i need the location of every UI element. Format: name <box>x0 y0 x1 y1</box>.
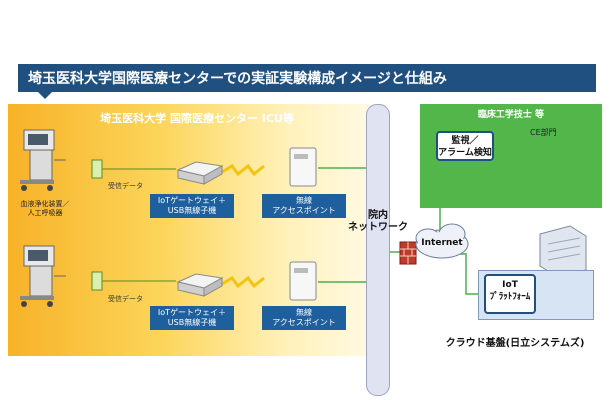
medical-device-caption-1: 血液浄化装置／ 人工呼吸器 <box>20 200 70 217</box>
internet-label: Internet <box>421 238 463 248</box>
gateway-label-1: IoTゲートウェイ＋ USB無線子機 <box>150 194 234 218</box>
hospital-network-pillar <box>366 104 390 396</box>
medical-device-icon-1 <box>20 129 66 191</box>
gateway-device-icon-2 <box>176 273 224 297</box>
banner-pointer <box>38 92 52 99</box>
monitoring-alert-box: 監視／ アラーム検知 <box>436 131 494 161</box>
ce-department-label: CE部門 <box>530 128 557 137</box>
ce-panel-title: 臨床工学技士 等 <box>477 110 545 120</box>
hospital-title: 埼玉医科大学 国際医療センター ICU等 <box>100 112 294 125</box>
received-data-label-1: 受信データ <box>108 182 143 190</box>
gateway-label-2: IoTゲートウェイ＋ USB無線子機 <box>150 306 234 330</box>
iot-platform-box: IoT ﾌﾟﾗｯﾄﾌｫｰﾑ <box>484 274 536 314</box>
hospital-network-label: 院内 ネットワーク <box>348 210 408 233</box>
medical-device-icon-2 <box>20 245 66 307</box>
access-point-icon-2 <box>289 261 317 301</box>
connector-2 <box>91 271 103 291</box>
wireless-wave-2 <box>221 275 265 289</box>
received-data-label-2: 受信データ <box>108 295 143 303</box>
datacenter-building-icon <box>539 225 587 277</box>
gateway-device-icon-1 <box>176 161 224 185</box>
firewall-icon <box>399 241 417 265</box>
access-point-label-1: 無線 アクセスポイント <box>262 194 346 218</box>
page-title: 埼玉医科大学国際医療センターでの実証実験構成イメージと仕組み <box>28 71 447 87</box>
cloud-platform-label: クラウド基盤(日立システムズ) <box>445 338 585 349</box>
internet-cloud-icon <box>415 223 469 259</box>
connector-1 <box>91 159 103 179</box>
access-point-icon-1 <box>289 147 317 187</box>
access-point-label-2: 無線 アクセスポイント <box>262 306 346 330</box>
wireless-wave-1 <box>221 163 265 177</box>
title-banner: 埼玉医科大学国際医療センターでの実証実験構成イメージと仕組み <box>18 64 596 92</box>
